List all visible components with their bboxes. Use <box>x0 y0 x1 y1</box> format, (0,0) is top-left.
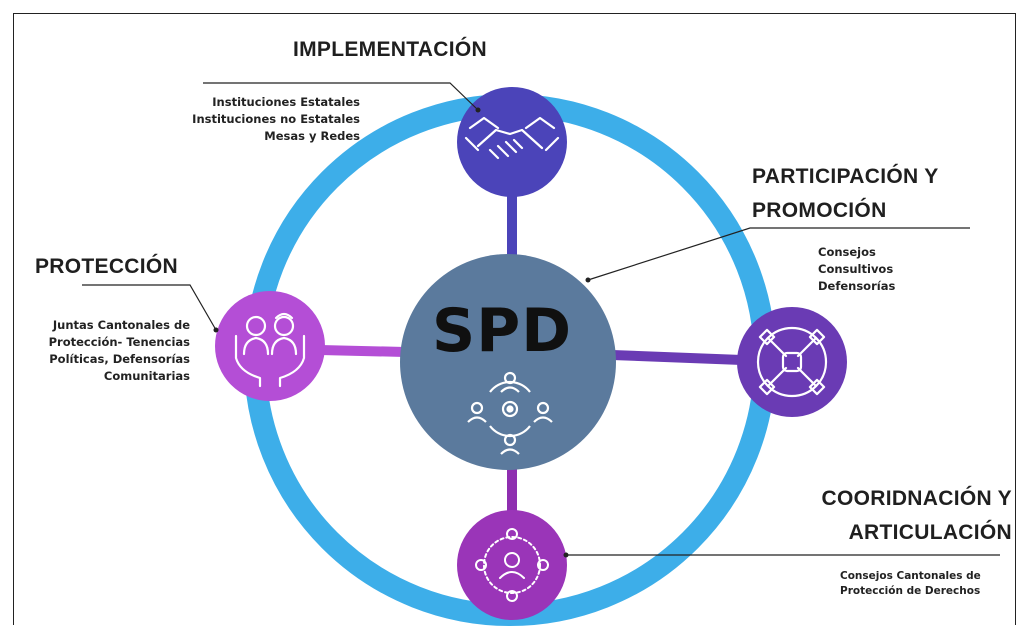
coordinacion-description: Consejos Cantonales de Protección de Der… <box>840 569 981 599</box>
participacion-leader <box>587 227 970 281</box>
children-in-hands-icon <box>234 312 306 388</box>
participacion-leader-dot <box>585 277 591 283</box>
implementacion-description: Instituciones Estatales Instituciones no… <box>190 94 360 145</box>
implementacion-leader-dot <box>475 107 481 113</box>
implementacion-leader <box>203 82 479 111</box>
coordinacion-node <box>457 510 567 620</box>
people-network-icon <box>475 528 549 602</box>
desc-line: Consejos <box>818 245 876 259</box>
desc-line: Consejos Cantonales de <box>840 570 981 582</box>
title-line: ARTICULACIÓN <box>848 521 1012 544</box>
desc-line: Juntas Cantonales de <box>52 318 190 332</box>
proteccion-title: PROTECCIÓN <box>35 255 179 278</box>
center-label: SPD <box>432 296 572 366</box>
coordinacion-leader-dot <box>563 552 569 558</box>
coordinacion-title: COORIDNACIÓN Y ARTICULACIÓN <box>740 482 1012 550</box>
title-line: PARTICIPACIÓN Y <box>752 165 939 188</box>
desc-line: Defensorías <box>818 279 896 293</box>
group-hands-icon <box>756 326 828 398</box>
center-circle <box>400 254 616 470</box>
diagram-frame <box>13 13 1016 625</box>
title-line: PROMOCIÓN <box>752 199 887 222</box>
desc-line: Protección- Tenencias <box>48 335 190 349</box>
desc-line: Instituciones no Estatales <box>192 112 360 126</box>
desc-line: Instituciones Estatales <box>212 95 360 109</box>
desc-line: Protección de Derechos <box>840 585 981 597</box>
desc-line: Consultivos <box>818 262 894 276</box>
title-line: COORIDNACIÓN Y <box>821 487 1012 510</box>
proteccion-node <box>215 291 325 401</box>
implementacion-node <box>457 87 567 197</box>
proteccion-leader <box>82 284 217 331</box>
participacion-description: Consejos Consultivos Defensorías <box>818 244 895 295</box>
desc-line: Comunitarias <box>103 369 190 383</box>
network-people-icon <box>467 371 553 455</box>
implementacion-title: IMPLEMENTACIÓN <box>293 38 487 61</box>
handshake-icon <box>464 116 560 160</box>
participacion-title: PARTICIPACIÓN Y PROMOCIÓN <box>752 160 939 228</box>
spoke-left <box>319 345 406 357</box>
participacion-node <box>737 307 847 417</box>
desc-line: Políticas, Defensorías <box>49 352 190 366</box>
desc-line: Mesas y Redes <box>264 129 360 143</box>
proteccion-leader-dot <box>213 327 219 333</box>
proteccion-description: Juntas Cantonales de Protección- Tenenci… <box>22 317 190 385</box>
spoke-right <box>611 350 743 365</box>
